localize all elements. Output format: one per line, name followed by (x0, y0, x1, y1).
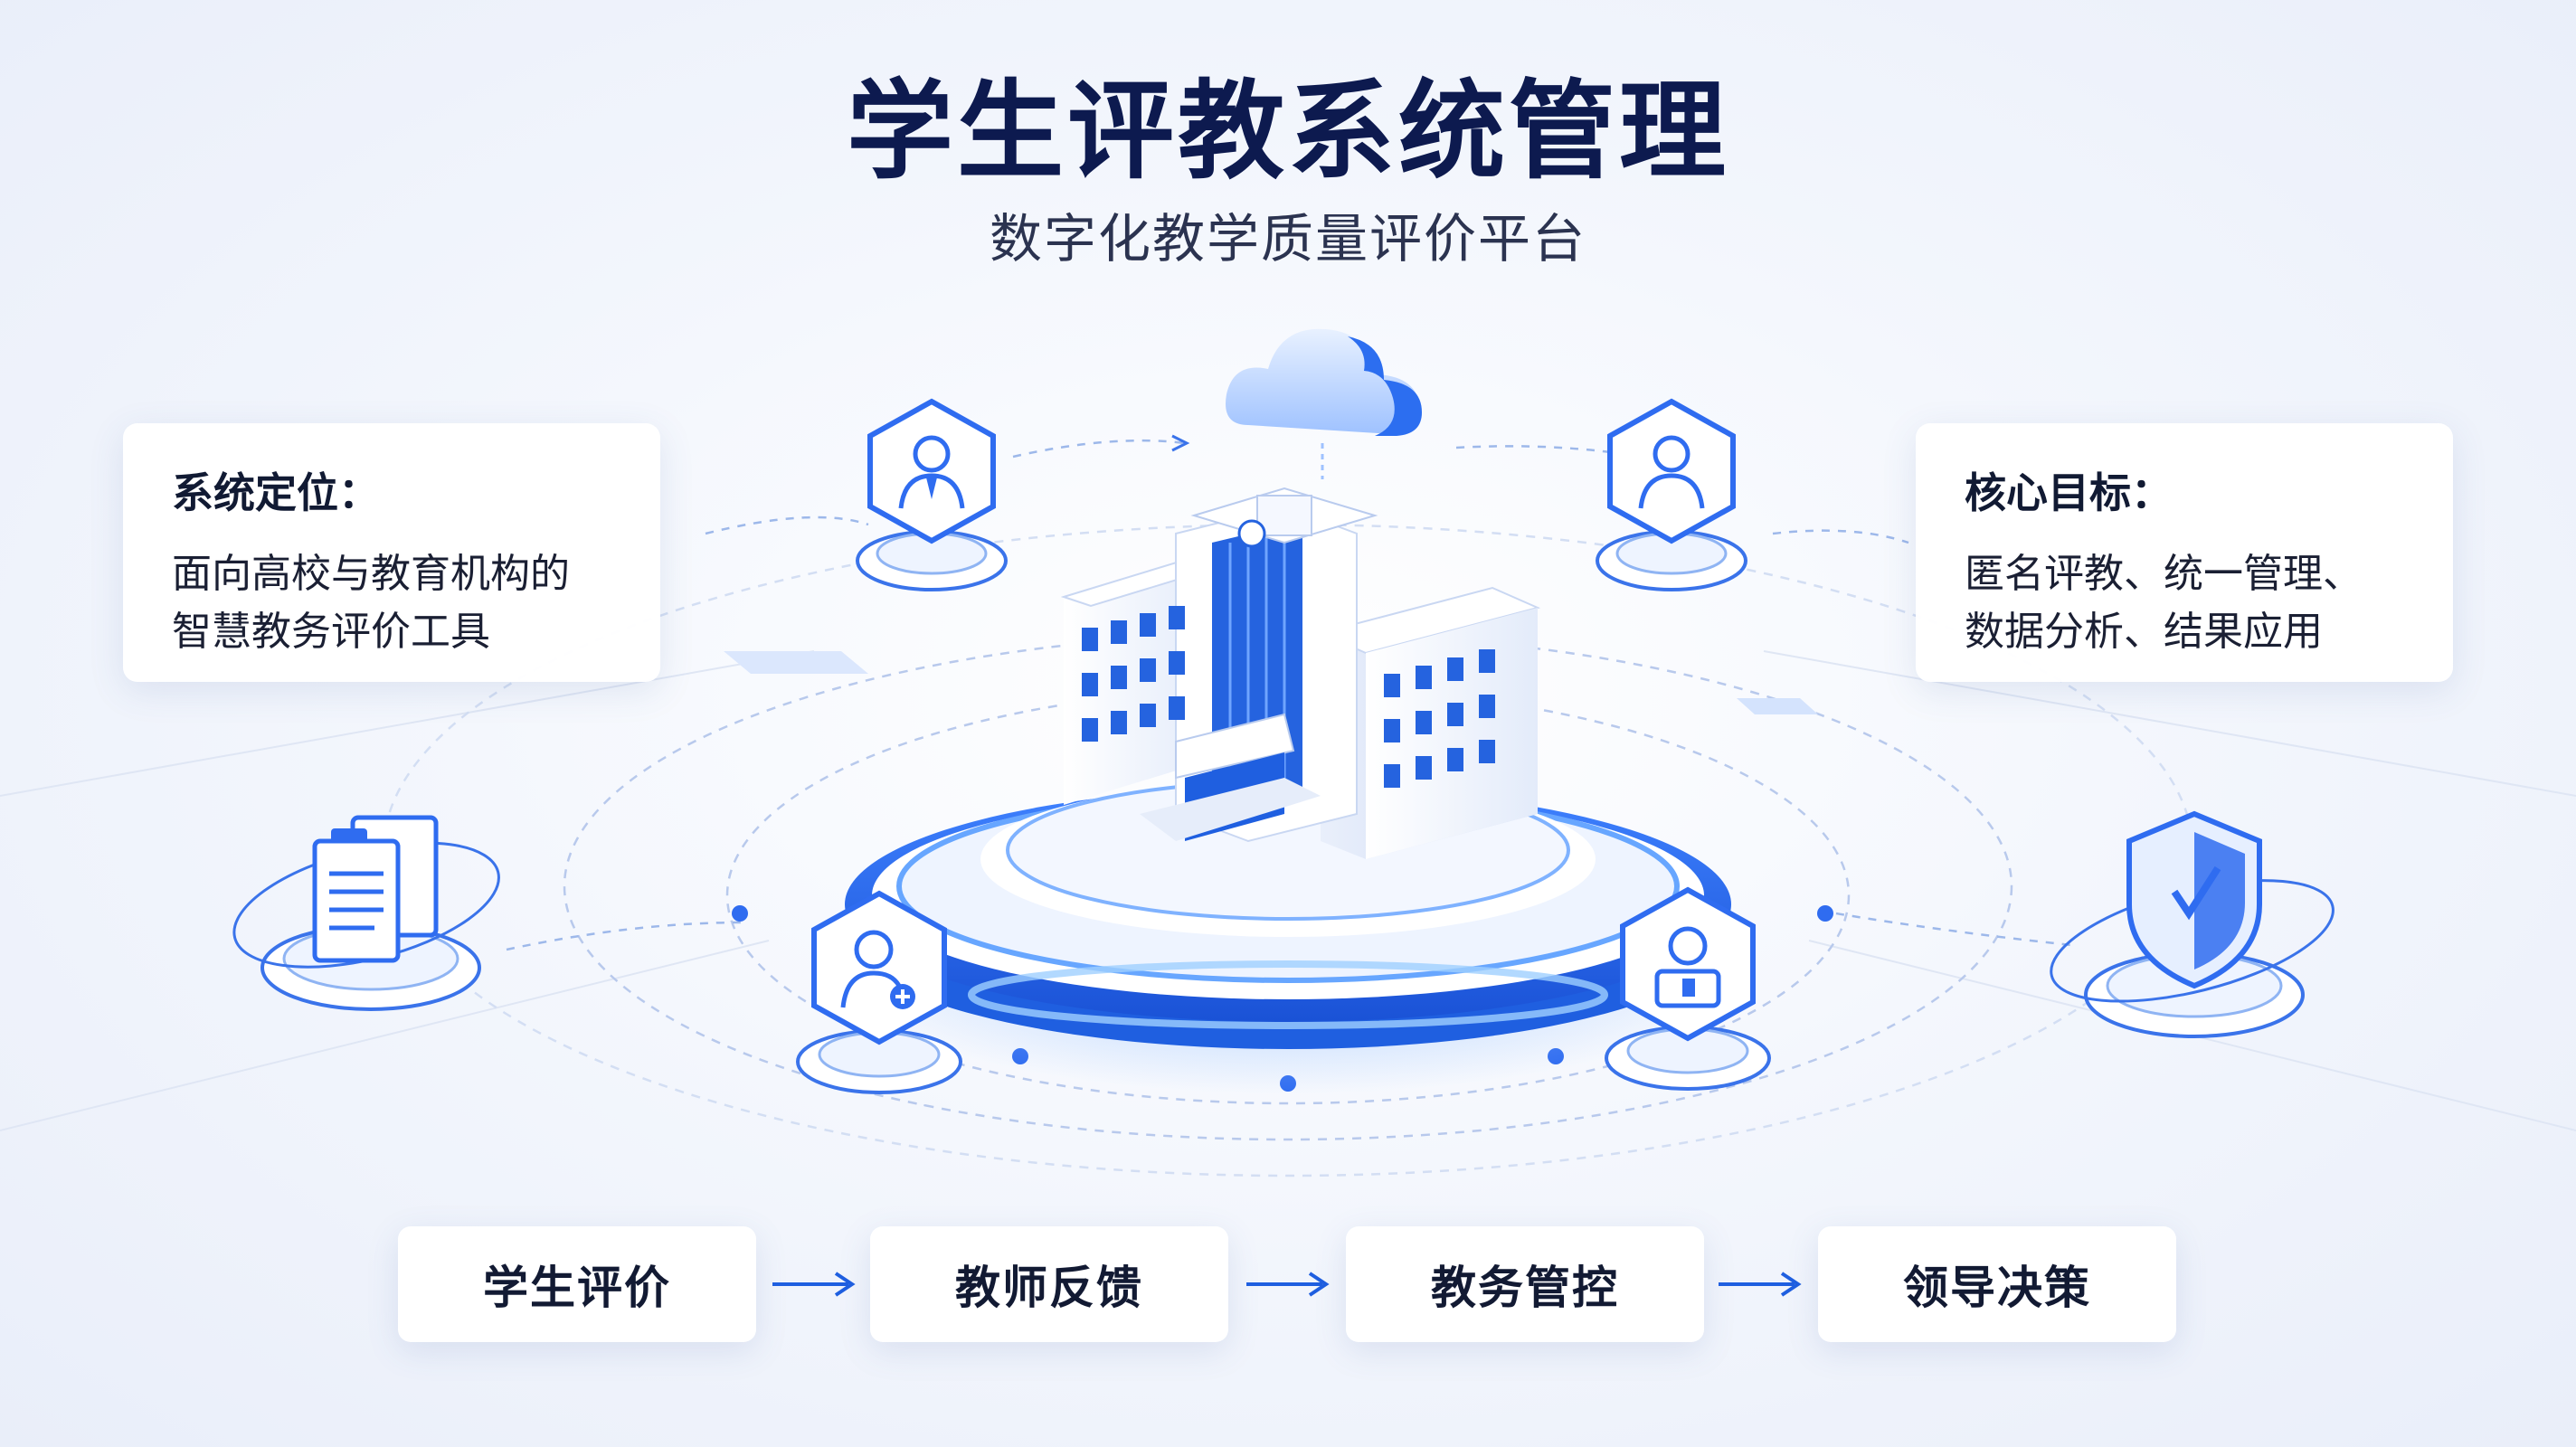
flow-step-academic-control: 教务管控 (1346, 1226, 1704, 1342)
flow-step-teacher-feedback: 教师反馈 (870, 1226, 1228, 1342)
student-icon (1596, 398, 1747, 591)
positioning-card-line-2: 智慧教务评价工具 (172, 609, 490, 656)
positioning-card-title: 系统定位： (172, 468, 380, 517)
cloud-icon (1226, 328, 1422, 479)
flow-arrow-2 (1246, 1272, 1330, 1297)
document-icon (232, 815, 500, 1011)
page-subtitle: 数字化教学质量评价平台 (989, 208, 1586, 270)
student-plus-icon (796, 890, 962, 1094)
floating-tiles (724, 651, 1818, 714)
teacher-icon (856, 398, 1008, 591)
core-goals-card-title: 核心目标： (1965, 468, 2173, 517)
central-platform (818, 780, 1758, 1094)
arc-arrow (1171, 434, 1190, 452)
school-building-icon (1060, 487, 1541, 859)
page-title: 学生评教系统管理 (846, 69, 1729, 194)
staff-icon (1605, 886, 1771, 1091)
positioning-card-line-1: 面向高校与教育机构的 (172, 551, 570, 598)
flow-step-student-evaluation: 学生评价 (398, 1226, 756, 1342)
flow-arrow-3 (1719, 1272, 1802, 1297)
core-goals-card-line-2: 数据分析、结果应用 (1965, 609, 2323, 656)
core-goals-card-line-1: 匿名评教、统一管理、 (1965, 551, 2363, 598)
core-goals-card: 核心目标： 匿名评教、统一管理、 数据分析、结果应用 (1916, 423, 2453, 682)
shield-icon (2050, 810, 2334, 1038)
flow-step-leadership-decision: 领导决策 (1818, 1226, 2176, 1342)
connection-lines (506, 439, 2072, 951)
flow-arrow-1 (772, 1272, 856, 1297)
positioning-card: 系统定位： 面向高校与教育机构的 智慧教务评价工具 (123, 423, 660, 682)
